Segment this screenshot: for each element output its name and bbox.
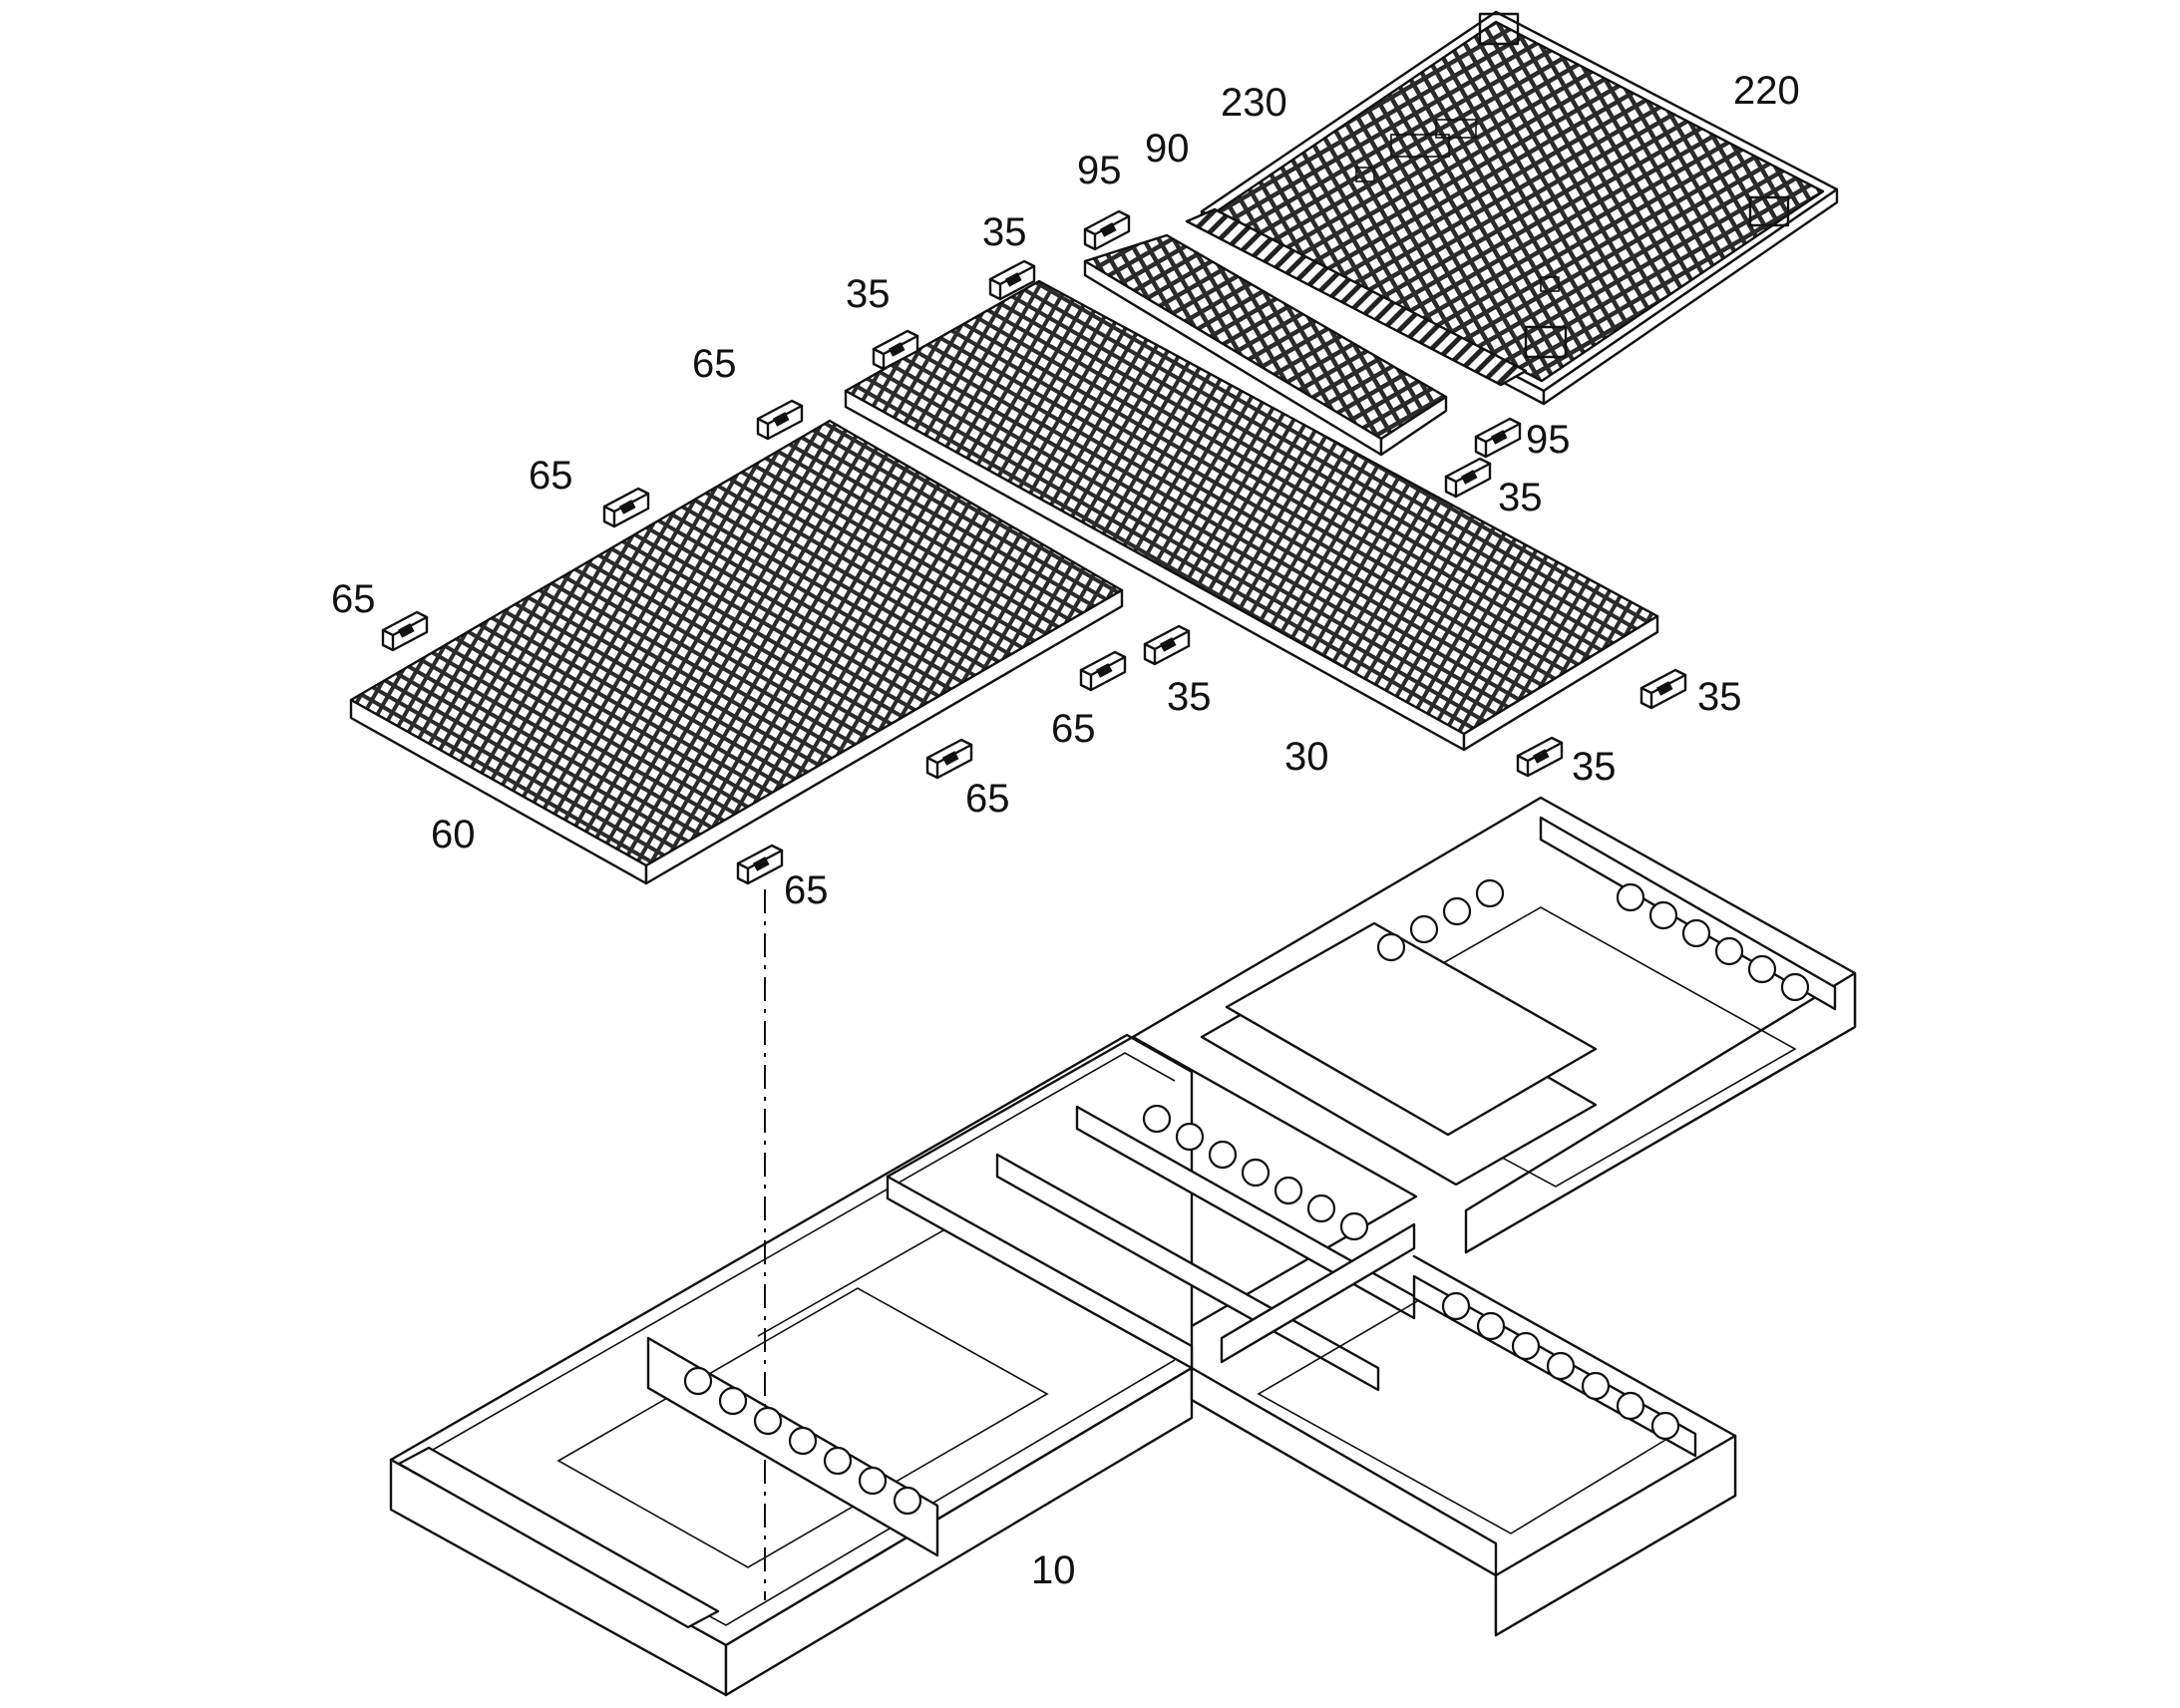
label-65-bottom-a: 65	[965, 777, 1010, 821]
grating-90	[1083, 233, 1448, 457]
clip-65-top-b	[602, 487, 650, 528]
clip-65-top-a	[756, 399, 804, 441]
label-90: 90	[1145, 127, 1190, 171]
clip-35-right-c	[1516, 736, 1564, 778]
label-65-bottom-b: 65	[784, 868, 829, 912]
label-95-top: 95	[1077, 149, 1122, 192]
clip-65-top-c	[381, 610, 429, 652]
clip-65-mid	[1079, 650, 1127, 692]
label-220: 220	[1733, 69, 1800, 113]
label-65-top-b: 65	[529, 454, 573, 498]
clip-65-bottom-a	[925, 738, 973, 780]
clip-65-bottom-b	[736, 844, 784, 885]
reference-numerals: 220 230 90 95 35 35 65 65 65 95 35 35 65…	[331, 69, 1800, 1592]
label-30: 30	[1284, 735, 1329, 779]
label-60: 60	[431, 813, 476, 856]
label-65-top-a: 65	[692, 342, 737, 386]
label-230: 230	[1221, 81, 1287, 125]
label-35-right-a: 35	[1498, 476, 1543, 519]
label-35-top-b: 35	[982, 210, 1027, 254]
clip-35-mid	[1143, 624, 1191, 666]
label-35-mid: 35	[1167, 675, 1212, 719]
label-10: 10	[1031, 1548, 1076, 1592]
label-35-top-a: 35	[846, 272, 891, 316]
strip-230	[1185, 207, 1528, 387]
label-35-right-c: 35	[1572, 745, 1617, 789]
label-65-top-c: 65	[331, 577, 376, 621]
label-65-mid: 65	[1051, 707, 1096, 751]
grating-60	[349, 419, 1124, 885]
clip-35-right-a	[1444, 457, 1492, 499]
clip-95-right	[1474, 417, 1522, 459]
frame-10	[389, 796, 1857, 1697]
label-35-right-b: 35	[1697, 675, 1742, 719]
grating-30	[844, 279, 1659, 752]
clip-95-top	[1083, 209, 1131, 251]
label-95-right: 95	[1526, 418, 1571, 462]
clip-35-right-b	[1639, 668, 1687, 710]
